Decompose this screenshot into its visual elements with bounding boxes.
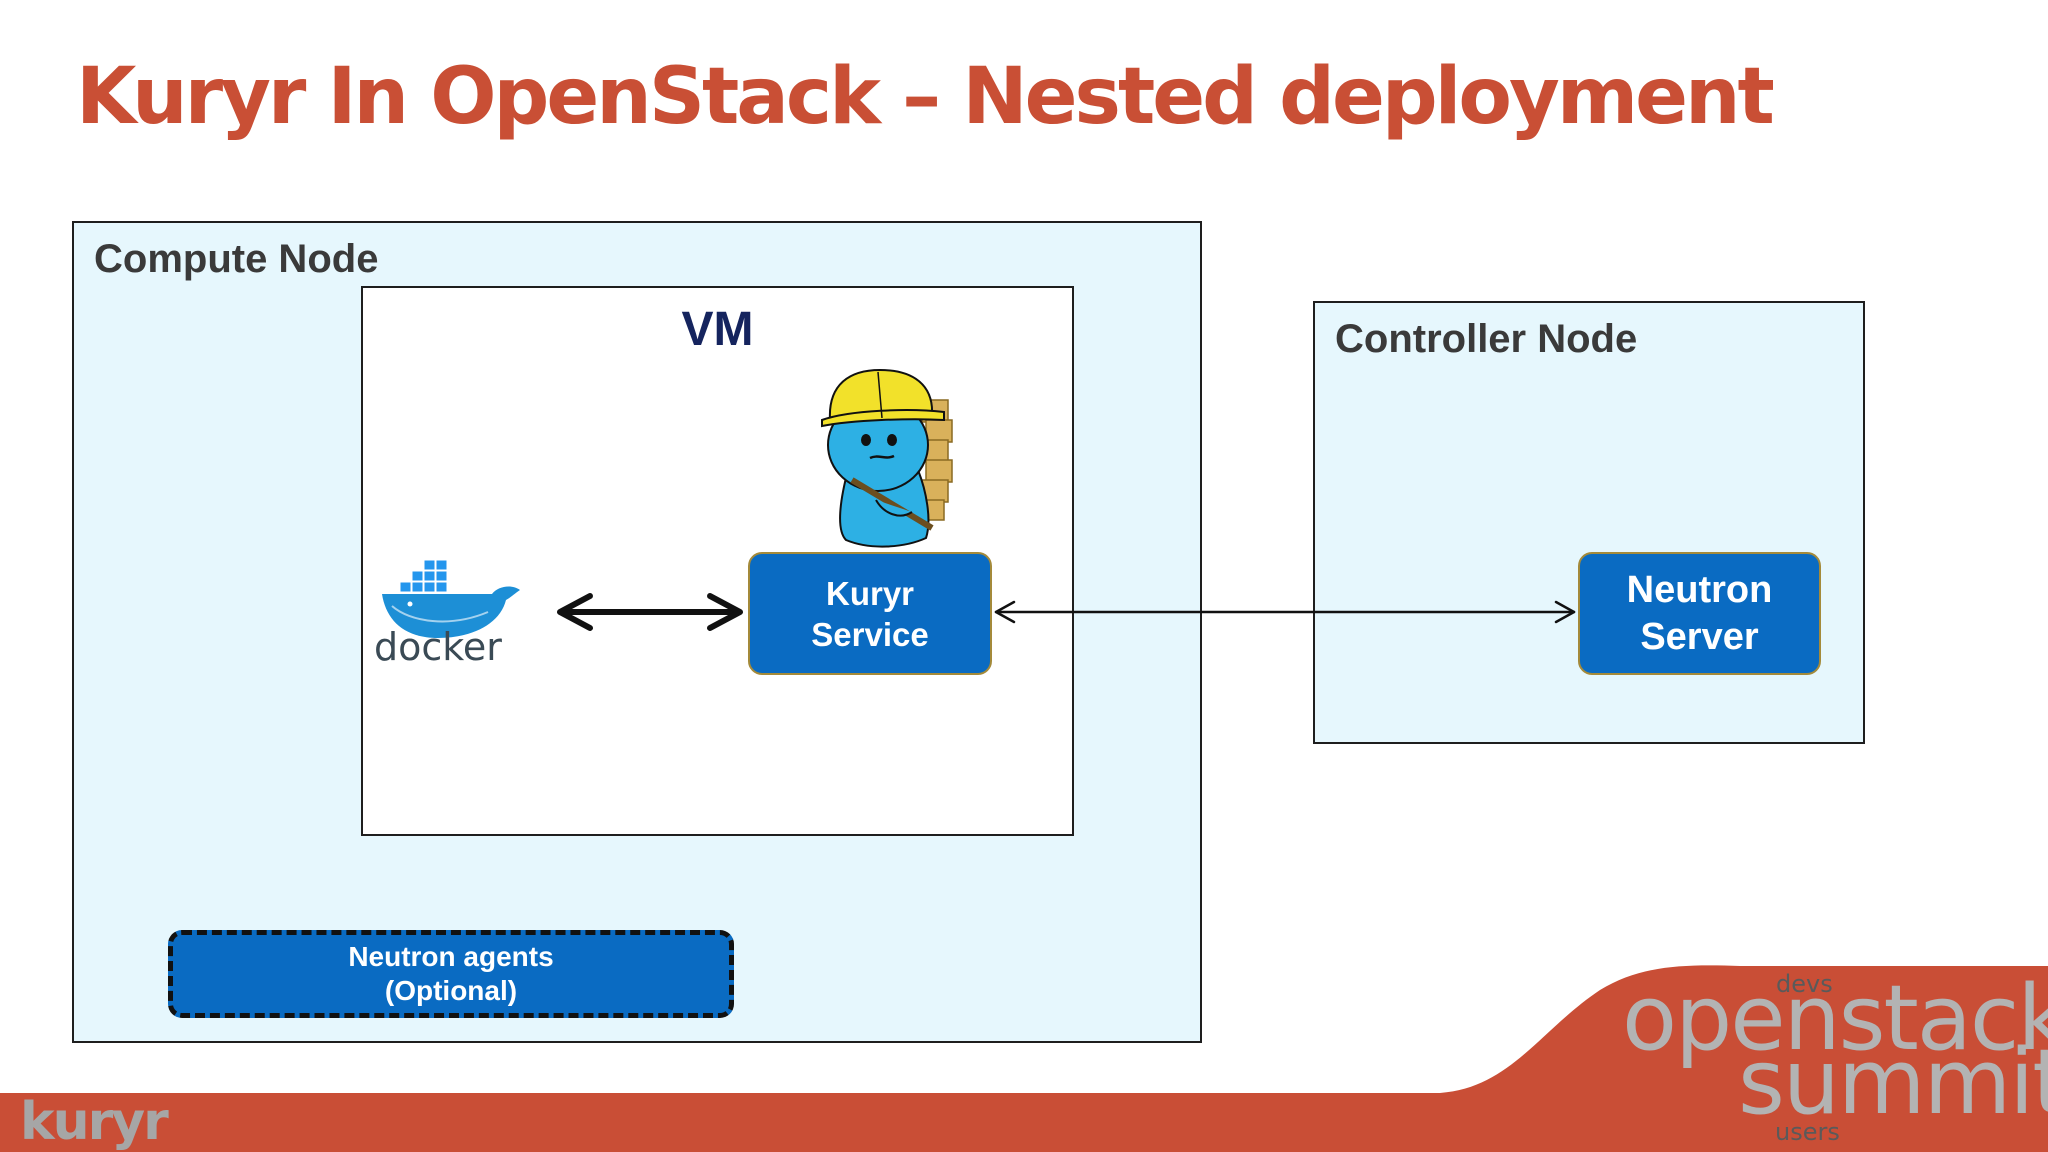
kuryr-neutron-arrow <box>994 600 1576 624</box>
neutron-server-line2: Server <box>1640 615 1759 658</box>
docker-kuryr-arrow <box>557 593 743 631</box>
kuryr-service-line1: Kuryr <box>825 574 915 612</box>
neutron-agents-box: Neutron agents (Optional) <box>168 930 734 1018</box>
docker-logo-icon <box>382 559 520 638</box>
neutron-server-line1: Neutron <box>1626 568 1773 611</box>
neutron-agents-line2: (Optional) <box>384 975 518 1006</box>
vm-label: VM <box>681 303 754 356</box>
summit-logo-users: users <box>1775 1118 1840 1146</box>
footer-band <box>0 1093 2048 1152</box>
neutron-server-box: Neutron Server <box>1578 552 1821 675</box>
controller-node-label: Controller Node <box>1335 317 1638 361</box>
kuryr-service-box: Kuryr Service <box>748 552 992 675</box>
summit-logo-summit: summit <box>1738 1030 2048 1135</box>
neutron-agents-line1: Neutron agents <box>348 941 554 972</box>
kuryr-mascot-icon <box>821 368 953 548</box>
slide-title: Kuryr In OpenStack – Nested deployment <box>76 52 1775 142</box>
summit-logo-openstack: openstack <box>1622 966 2048 1071</box>
compute-node-label: Compute Node <box>94 237 379 281</box>
summit-logo-devs: devs <box>1776 970 1833 998</box>
kuryr-footer-logo: kuryr <box>20 1092 169 1152</box>
docker-logo-text: docker <box>374 625 502 669</box>
kuryr-service-line2: Service <box>811 615 929 653</box>
footer-wave <box>1440 965 2048 1093</box>
